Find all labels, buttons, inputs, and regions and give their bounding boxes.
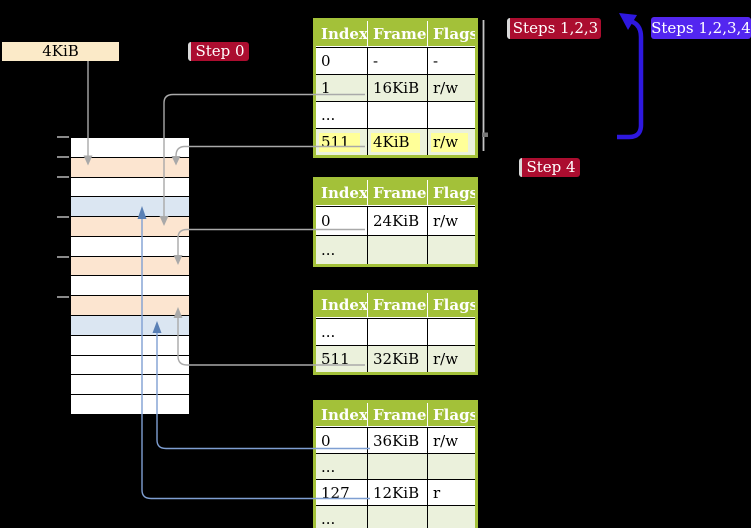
recursive-loop-arrow — [617, 18, 644, 140]
table-row: 511 32KiB r/w — [316, 345, 475, 372]
header-flags: Flags — [427, 180, 475, 205]
header-index: Index — [321, 24, 367, 43]
header-index: Index — [321, 405, 367, 424]
table-row: ... — [316, 318, 475, 345]
memory-row — [71, 275, 189, 296]
highlighted-cell: 511 — [319, 132, 360, 152]
table-row: ... — [316, 101, 475, 128]
memory-tick — [57, 216, 69, 218]
header-frame: Frame — [367, 21, 427, 46]
memory-row — [71, 354, 189, 375]
memory-row-page-table — [71, 295, 189, 316]
header-flags: Flags — [427, 293, 475, 317]
memory-row-page-table — [71, 255, 189, 276]
steps-123-label: Steps 1,2,3 — [507, 18, 601, 39]
memory-row-mapped-page — [71, 196, 189, 217]
step-0-label: Step 0 — [188, 42, 249, 61]
step-4-label: Step 4 — [519, 158, 580, 177]
header-index: Index — [321, 296, 367, 314]
memory-row — [71, 176, 189, 197]
page-table-1: Index Frame Flags 0 - - 1 16KiB r/w ... … — [313, 18, 478, 158]
memory-row — [71, 374, 189, 395]
arrowhead-upleft-icon — [619, 13, 637, 30]
table-header-row: Index Frame Flags — [316, 21, 475, 47]
table-header-row: Index Frame Flags — [316, 403, 475, 427]
memory-row-mapped-page — [71, 315, 189, 335]
memory-row-page-table — [71, 156, 189, 177]
page-table-3: Index Frame Flags ... 511 32KiB r/w — [313, 290, 478, 375]
memory-row — [71, 334, 189, 355]
page-table-4: Index Frame Flags 0 36KiB r/w ... 127 12… — [313, 400, 478, 528]
table-header-row: Index Frame Flags — [316, 293, 475, 318]
table-row: 0 24KiB r/w — [316, 206, 475, 235]
header-flags: Flags — [427, 403, 475, 426]
memory-tick — [57, 256, 69, 258]
physical-memory-strip — [70, 137, 190, 415]
table-row: ... — [316, 453, 475, 479]
table-row: 127 12KiB r — [316, 479, 475, 505]
memory-tick — [57, 136, 69, 138]
highlighted-cell: 4KiB — [371, 132, 420, 152]
table-row: ... — [316, 235, 475, 264]
frame-size-label: 4KiB — [2, 42, 119, 61]
steps-1234-label: Steps 1,2,3,4 — [651, 17, 751, 39]
table-header-row: Index Frame Flags — [316, 180, 475, 206]
header-index: Index — [321, 183, 367, 202]
recursive-row-notch — [482, 132, 488, 137]
table-row: 0 - - — [316, 47, 475, 74]
memory-tick — [57, 296, 69, 298]
table-row: 0 36KiB r/w — [316, 427, 475, 453]
memory-row — [71, 394, 189, 414]
header-flags: Flags — [427, 21, 475, 46]
page-table-2: Index Frame Flags 0 24KiB r/w ... — [313, 177, 478, 267]
memory-tick — [57, 156, 69, 158]
memory-row — [71, 235, 189, 256]
table-row: 1 16KiB r/w — [316, 74, 475, 101]
header-frame: Frame — [367, 293, 427, 317]
table-row-recursive-entry: 511 4KiB r/w — [316, 128, 475, 155]
memory-row-page-table — [71, 216, 189, 236]
memory-tick — [57, 176, 69, 178]
table-row: ... — [316, 505, 475, 528]
highlighted-cell: r/w — [431, 132, 469, 152]
header-frame: Frame — [367, 403, 427, 426]
header-frame: Frame — [367, 180, 427, 205]
memory-row — [71, 138, 189, 157]
